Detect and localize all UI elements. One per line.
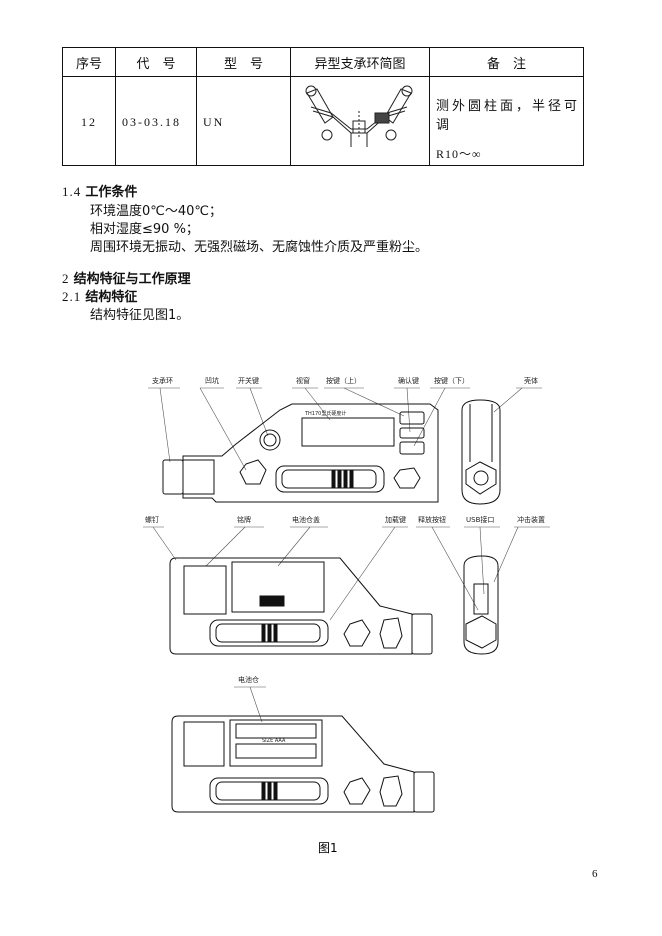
label-load-key: 加载键 (385, 515, 406, 524)
section-1-4-line-1: 环境温度0℃～40℃； (90, 204, 223, 219)
device-battery-open-view (171, 715, 435, 813)
label-view-window: 视窗 (296, 376, 310, 385)
label-release-button: 释放按钮 (418, 515, 446, 524)
label-confirm-key: 确认键 (398, 376, 419, 385)
col-header-sketch: 异型支承环简图 (290, 47, 430, 77)
label-battery-compartment: 电池仓 (238, 675, 259, 684)
device-back-view (169, 557, 433, 655)
mid-labels: 螺钉 铭牌 电池仓盖 加载键 释放按钮 USB接口 冲击装置 (145, 515, 545, 524)
device-front-view (162, 403, 439, 503)
section-1-4-line-3: 周围环境无振动、无强烈磁场、无腐蚀性介质及严重粉尘。 (90, 240, 429, 255)
section-2-heading: 2 结构特征与工作原理 (62, 271, 191, 287)
section-2-1-line: 结构特征见图1。 (90, 308, 190, 323)
spec-table: 序号 代 号 型 号 异型支承环简图 备 注 12 03-03.18 UN (62, 47, 584, 166)
cell-remark: 测外圆柱面，半径可调 R10～∞ (429, 76, 584, 166)
screen-text: TH170里氏硬度计 (304, 410, 346, 417)
device-side-view-2 (463, 555, 499, 655)
section-1-4-line-2: 相对湿度≤90 %； (90, 222, 199, 237)
label-impact-device: 冲击装置 (517, 515, 545, 524)
section-1-4-heading: 1.4 工作条件 (62, 184, 138, 200)
device-side-view (461, 399, 501, 505)
col-header-no: 序号 (62, 47, 116, 77)
label-key-down: 按键（下） (434, 376, 469, 385)
label-key-up: 按键（上） (326, 376, 361, 385)
cell-model: UN (196, 76, 291, 166)
figure-caption: 图1 (318, 841, 338, 855)
top-labels: 支承环 凹坑 开关键 视窗 按键（上） 确认键 按键（下） 壳体 (152, 376, 538, 385)
support-ring-sketch (305, 85, 413, 147)
battery-size-text: SIZE AAA (262, 738, 286, 744)
label-battery-cover: 电池仓盖 (292, 515, 320, 524)
label-screw: 螺钉 (145, 515, 159, 524)
label-nameplate: 铭牌 (237, 515, 251, 524)
label-power-key: 开关键 (238, 376, 259, 385)
cell-sketch (290, 76, 430, 166)
label-dimple: 凹坑 (205, 376, 219, 385)
col-header-remark: 备 注 (429, 47, 584, 77)
section-2-1-heading: 2.1 结构特征 (62, 289, 138, 305)
label-housing: 壳体 (524, 376, 538, 385)
cell-code: 03-03.18 (115, 76, 197, 166)
label-usb-port: USB接口 (466, 515, 494, 524)
label-support-ring: 支承环 (152, 376, 173, 385)
page-number: 6 (592, 868, 599, 880)
col-header-code: 代 号 (115, 47, 197, 77)
